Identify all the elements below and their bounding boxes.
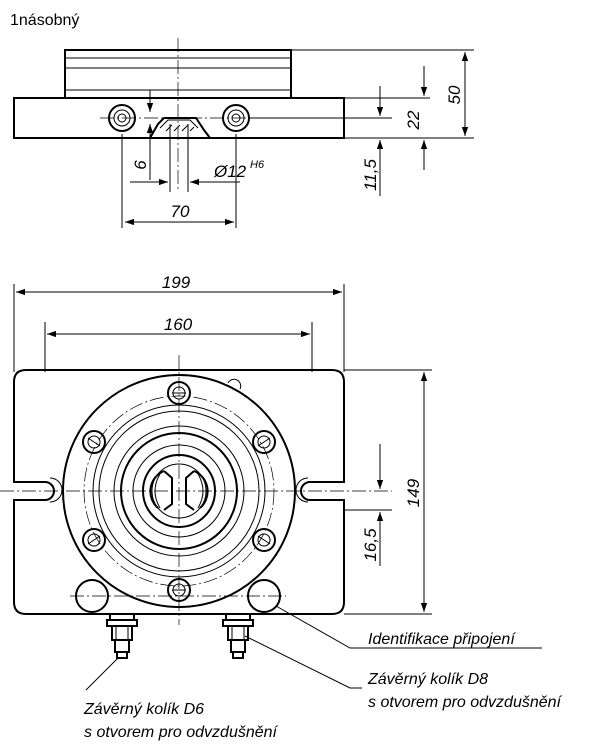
bolt-hole-upper-right bbox=[252, 430, 276, 454]
side-view: 6 Ø12 H6 70 50 22 11,5 bbox=[13, 38, 474, 228]
callout-connection-id: Identifikace připojení bbox=[368, 631, 516, 648]
leader-pin-d8 bbox=[244, 635, 362, 689]
locking-pin-d8 bbox=[222, 613, 254, 659]
callout-pin-d6-line1: Závěrný kolík D6 bbox=[83, 701, 204, 718]
side-pin-left bbox=[108, 104, 136, 132]
dim-pin-spacing: 70 bbox=[171, 202, 190, 221]
callout-pin-d8-line1: Závěrný kolík D8 bbox=[367, 671, 488, 688]
dim-height-flange: 22 bbox=[404, 110, 423, 130]
bolt-hole-bottom bbox=[167, 578, 191, 602]
dim-height-total: 50 bbox=[445, 85, 464, 104]
bore-section bbox=[149, 117, 211, 139]
dim-width-total: 199 bbox=[162, 273, 191, 292]
bolt-hole-top bbox=[167, 381, 191, 405]
dim-pin-offset: 6 bbox=[131, 160, 150, 170]
drawing-title: 1násobný bbox=[10, 12, 79, 29]
dim-depth-total: 149 bbox=[404, 478, 423, 507]
dim-bore-tolerance: H6 bbox=[250, 159, 265, 171]
bolt-hole-upper-left bbox=[82, 430, 106, 454]
dim-slot-offset: 16,5 bbox=[361, 528, 380, 562]
leader-connection-id bbox=[275, 605, 542, 649]
flange-circle bbox=[62, 374, 296, 608]
callout-pin-d6-line2: s otvorem pro odvzdušnění bbox=[84, 724, 279, 741]
callout-pin-d8-line2: s otvorem pro odvzdušnění bbox=[368, 694, 563, 711]
dim-width-slots: 160 bbox=[164, 315, 193, 334]
top-view: 199 160 bbox=[0, 273, 542, 691]
bolt-hole-lower-right bbox=[252, 528, 276, 552]
bolt-hole-lower-left bbox=[82, 528, 106, 552]
bayonet-core bbox=[149, 470, 209, 511]
dim-height-pin: 11,5 bbox=[361, 159, 380, 191]
locking-pin-d6 bbox=[106, 613, 138, 659]
dim-bore: Ø12 bbox=[213, 162, 247, 181]
base-plate-outline bbox=[13, 369, 345, 615]
leader-pin-d6 bbox=[85, 657, 119, 691]
side-pin-right bbox=[222, 104, 250, 132]
